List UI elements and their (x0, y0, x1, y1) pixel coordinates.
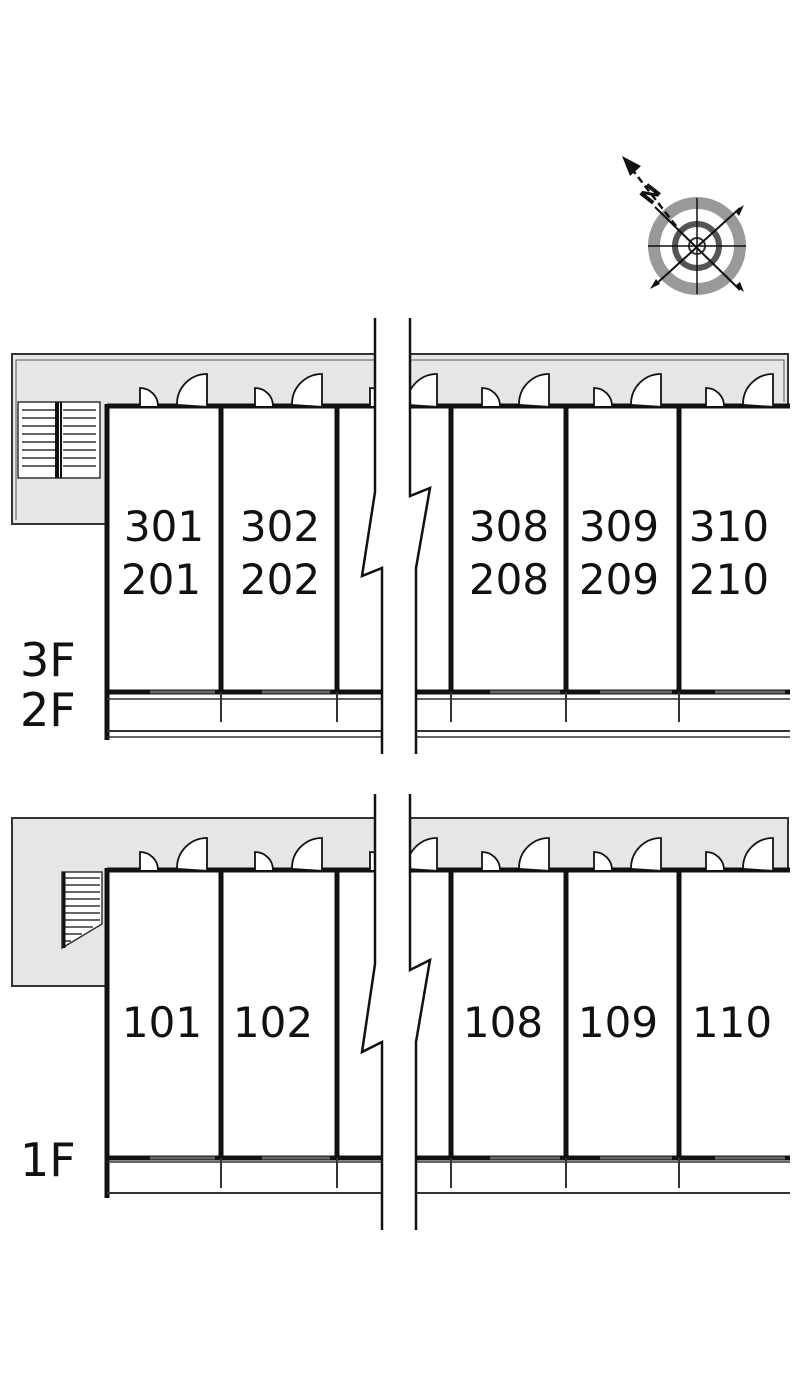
unit-label-208: 208 (469, 555, 549, 604)
upper-block: 301 201 302 202 308 208 309 209 310 210 … (11, 318, 790, 754)
lower-stair-treads (64, 877, 100, 942)
floor-label-2f: 2F (20, 683, 76, 737)
upper-unit-labels: 301 201 302 202 308 208 309 209 310 210 (121, 502, 769, 604)
unit-label-102: 102 (233, 998, 313, 1047)
upper-break-mark (360, 318, 432, 754)
lower-break-mark (360, 794, 432, 1230)
compass: N (622, 156, 746, 295)
unit-label-301: 301 (124, 502, 204, 551)
lower-block: 101 102 108 109 110 1F (11, 794, 790, 1230)
unit-label-101: 101 (122, 998, 202, 1047)
unit-label-302: 302 (240, 502, 320, 551)
compass-arrowhead-sw (650, 279, 660, 289)
compass-arrowhead-se (735, 282, 744, 292)
compass-north-label: N (636, 180, 667, 210)
compass-arrowhead-ne (735, 205, 744, 216)
lower-balcony (107, 1156, 790, 1194)
unit-label-110: 110 (692, 998, 772, 1047)
unit-label-201: 201 (121, 555, 201, 604)
north-arrow-icon (622, 156, 641, 176)
unit-label-209: 209 (579, 555, 659, 604)
upper-balcony (107, 690, 790, 738)
upper-partitions (218, 406, 682, 692)
upper-stair-treads (22, 409, 96, 467)
unit-label-202: 202 (240, 555, 320, 604)
lower-partitions (218, 870, 682, 1158)
lower-stair-frame (61, 871, 103, 950)
unit-label-109: 109 (578, 998, 658, 1047)
unit-label-308: 308 (469, 502, 549, 551)
unit-label-309: 309 (579, 502, 659, 551)
upper-stairs (17, 401, 101, 479)
floor-label-1f: 1F (20, 1133, 76, 1187)
compass-north-pointer (627, 163, 677, 227)
lower-stairs (61, 871, 103, 950)
lower-unit-labels: 101 102 108 109 110 (122, 998, 772, 1047)
unit-label-210: 210 (689, 555, 769, 604)
unit-label-108: 108 (463, 998, 543, 1047)
floor-label-3f: 3F (20, 633, 76, 687)
unit-label-310: 310 (689, 502, 769, 551)
